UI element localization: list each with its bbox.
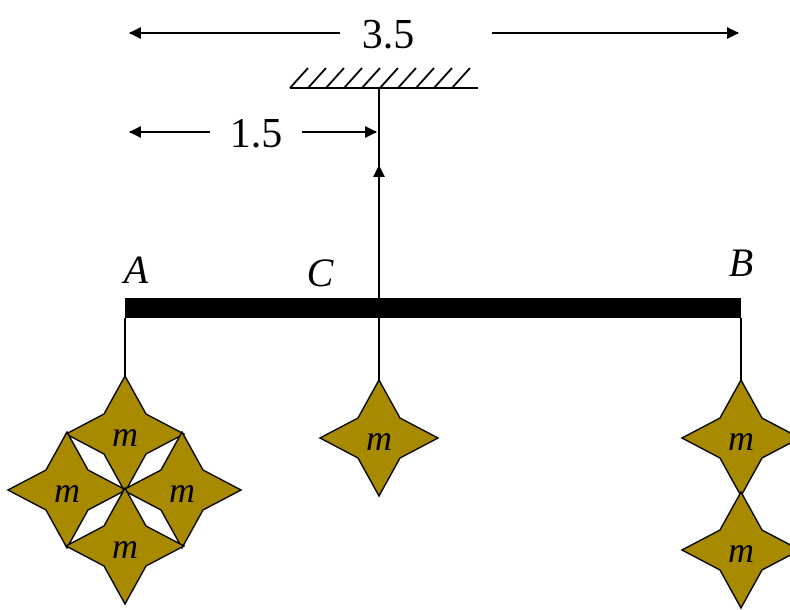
support-offset-dimension: 1.5 — [129, 111, 377, 157]
total-length-dimension: 3.5 — [129, 12, 739, 58]
svg-text:m: m — [169, 470, 195, 510]
ceiling-support — [289, 67, 478, 89]
mass-b-top: m — [680, 378, 790, 498]
support-offset-label: 1.5 — [230, 111, 283, 157]
ceiling-hatching — [289, 67, 471, 89]
point-b-label: B — [729, 240, 753, 285]
mass-a-bottom: m — [64, 486, 186, 606]
svg-text:m: m — [112, 526, 138, 566]
mass-c: m — [318, 378, 440, 498]
svg-text:m: m — [728, 418, 754, 458]
mass-group-b: m m — [680, 378, 790, 610]
mass-b-bottom: m — [680, 490, 790, 610]
svg-text:m: m — [366, 418, 392, 458]
total-length-label: 3.5 — [362, 12, 415, 58]
point-a-label: A — [121, 247, 149, 292]
svg-text:m: m — [112, 414, 138, 454]
mass-a-top: m — [64, 374, 186, 494]
svg-text:m: m — [54, 470, 80, 510]
beam — [125, 298, 741, 318]
svg-text:m: m — [728, 530, 754, 570]
point-c-label: C — [307, 250, 335, 295]
mass-group-a: m m m m — [6, 374, 243, 606]
mass-a-left: m — [6, 430, 128, 550]
mass-a-right: m — [121, 430, 243, 550]
